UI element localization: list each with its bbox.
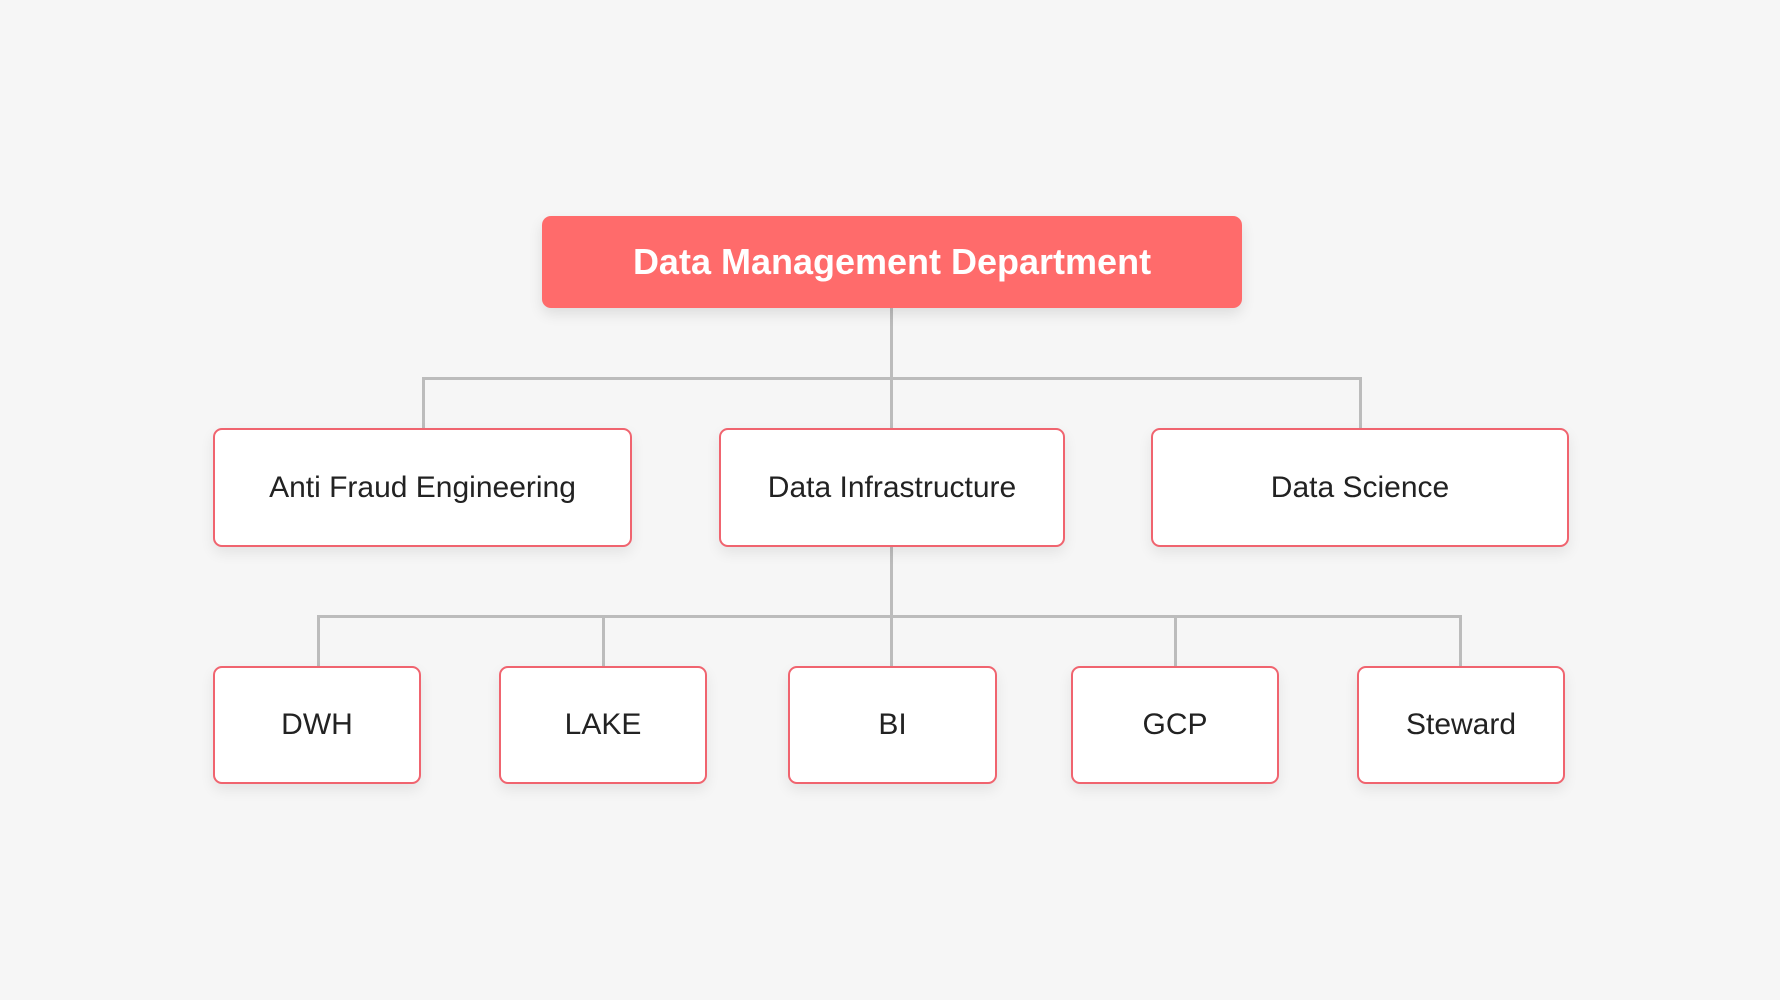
node-label: LAKE	[564, 708, 642, 741]
root-node-data-management-department[interactable]: Data Management Department	[542, 216, 1242, 308]
node-lake[interactable]: LAKE	[499, 666, 707, 784]
node-steward[interactable]: Steward	[1357, 666, 1565, 784]
node-dwh[interactable]: DWH	[213, 666, 421, 784]
node-label: Anti Fraud Engineering	[269, 470, 576, 504]
connector-root-down	[890, 308, 893, 380]
connector-gcp	[1174, 615, 1177, 667]
root-node-label: Data Management Department	[632, 241, 1152, 282]
node-gcp[interactable]: GCP	[1071, 666, 1279, 784]
connector-infra-down	[890, 546, 893, 618]
connector-dwh	[317, 615, 320, 667]
connector-lake	[602, 615, 605, 667]
node-data-infrastructure[interactable]: Data Infrastructure	[719, 428, 1065, 547]
node-label: Data Science	[1270, 470, 1450, 504]
node-anti-fraud-engineering[interactable]: Anti Fraud Engineering	[213, 428, 632, 547]
node-label: Data Infrastructure	[767, 470, 1017, 504]
node-data-science[interactable]: Data Science	[1151, 428, 1569, 547]
connector-level2-bus	[317, 615, 1462, 618]
node-bi[interactable]: BI	[788, 666, 997, 784]
connector-data-infrastructure	[890, 377, 893, 429]
node-label: BI	[878, 708, 907, 741]
connector-steward	[1459, 615, 1462, 667]
connector-data-science	[1359, 377, 1362, 429]
node-label: Steward	[1405, 708, 1517, 741]
connector-anti-fraud	[422, 377, 425, 429]
node-label: DWH	[281, 708, 353, 741]
node-label: GCP	[1142, 708, 1208, 741]
connector-bi	[890, 615, 893, 667]
